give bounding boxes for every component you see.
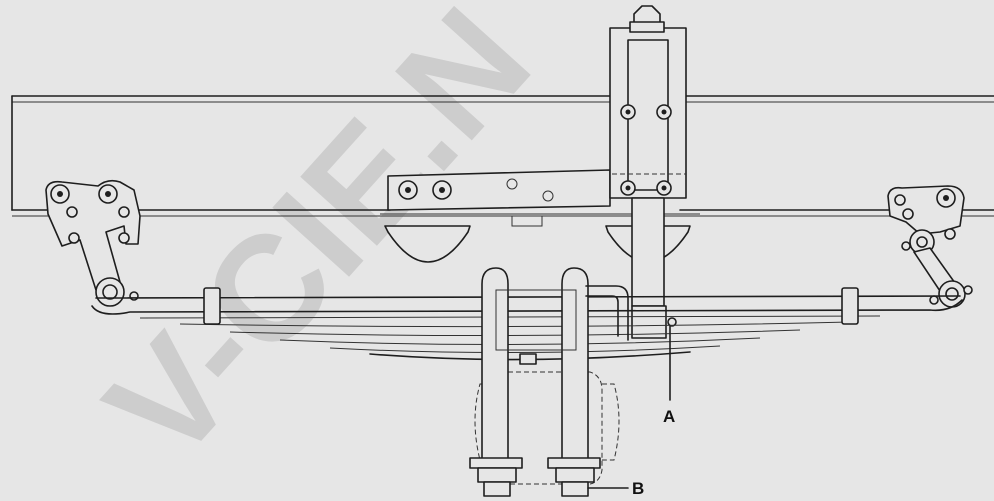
callout-b: B [587, 479, 644, 498]
mounting-plate [387, 169, 611, 211]
rear-shackle [887, 185, 973, 308]
shock-absorber [609, 5, 687, 339]
callout-a-label: A [663, 407, 675, 426]
callout-b-label: B [632, 479, 644, 498]
callout-a: A [663, 325, 675, 426]
front-hanger [45, 179, 141, 307]
leaf-spring [91, 287, 963, 365]
u-bolts [469, 267, 629, 497]
